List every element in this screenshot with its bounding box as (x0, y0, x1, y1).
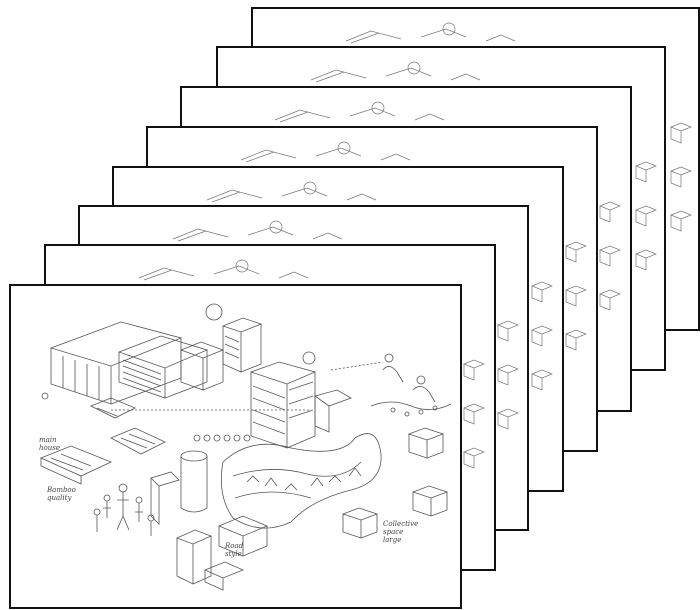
annotation-main-house: main house (39, 436, 60, 452)
drawing-sheet-front: main house Bamboo quality Road style Col… (9, 284, 462, 609)
isometric-masterplan-drawing (11, 286, 462, 609)
annotation-collective-space: Collective space large (383, 520, 418, 544)
annotation-bamboo-quality: Bamboo quality (47, 486, 76, 502)
annotation-road-style: Road style (225, 542, 243, 558)
